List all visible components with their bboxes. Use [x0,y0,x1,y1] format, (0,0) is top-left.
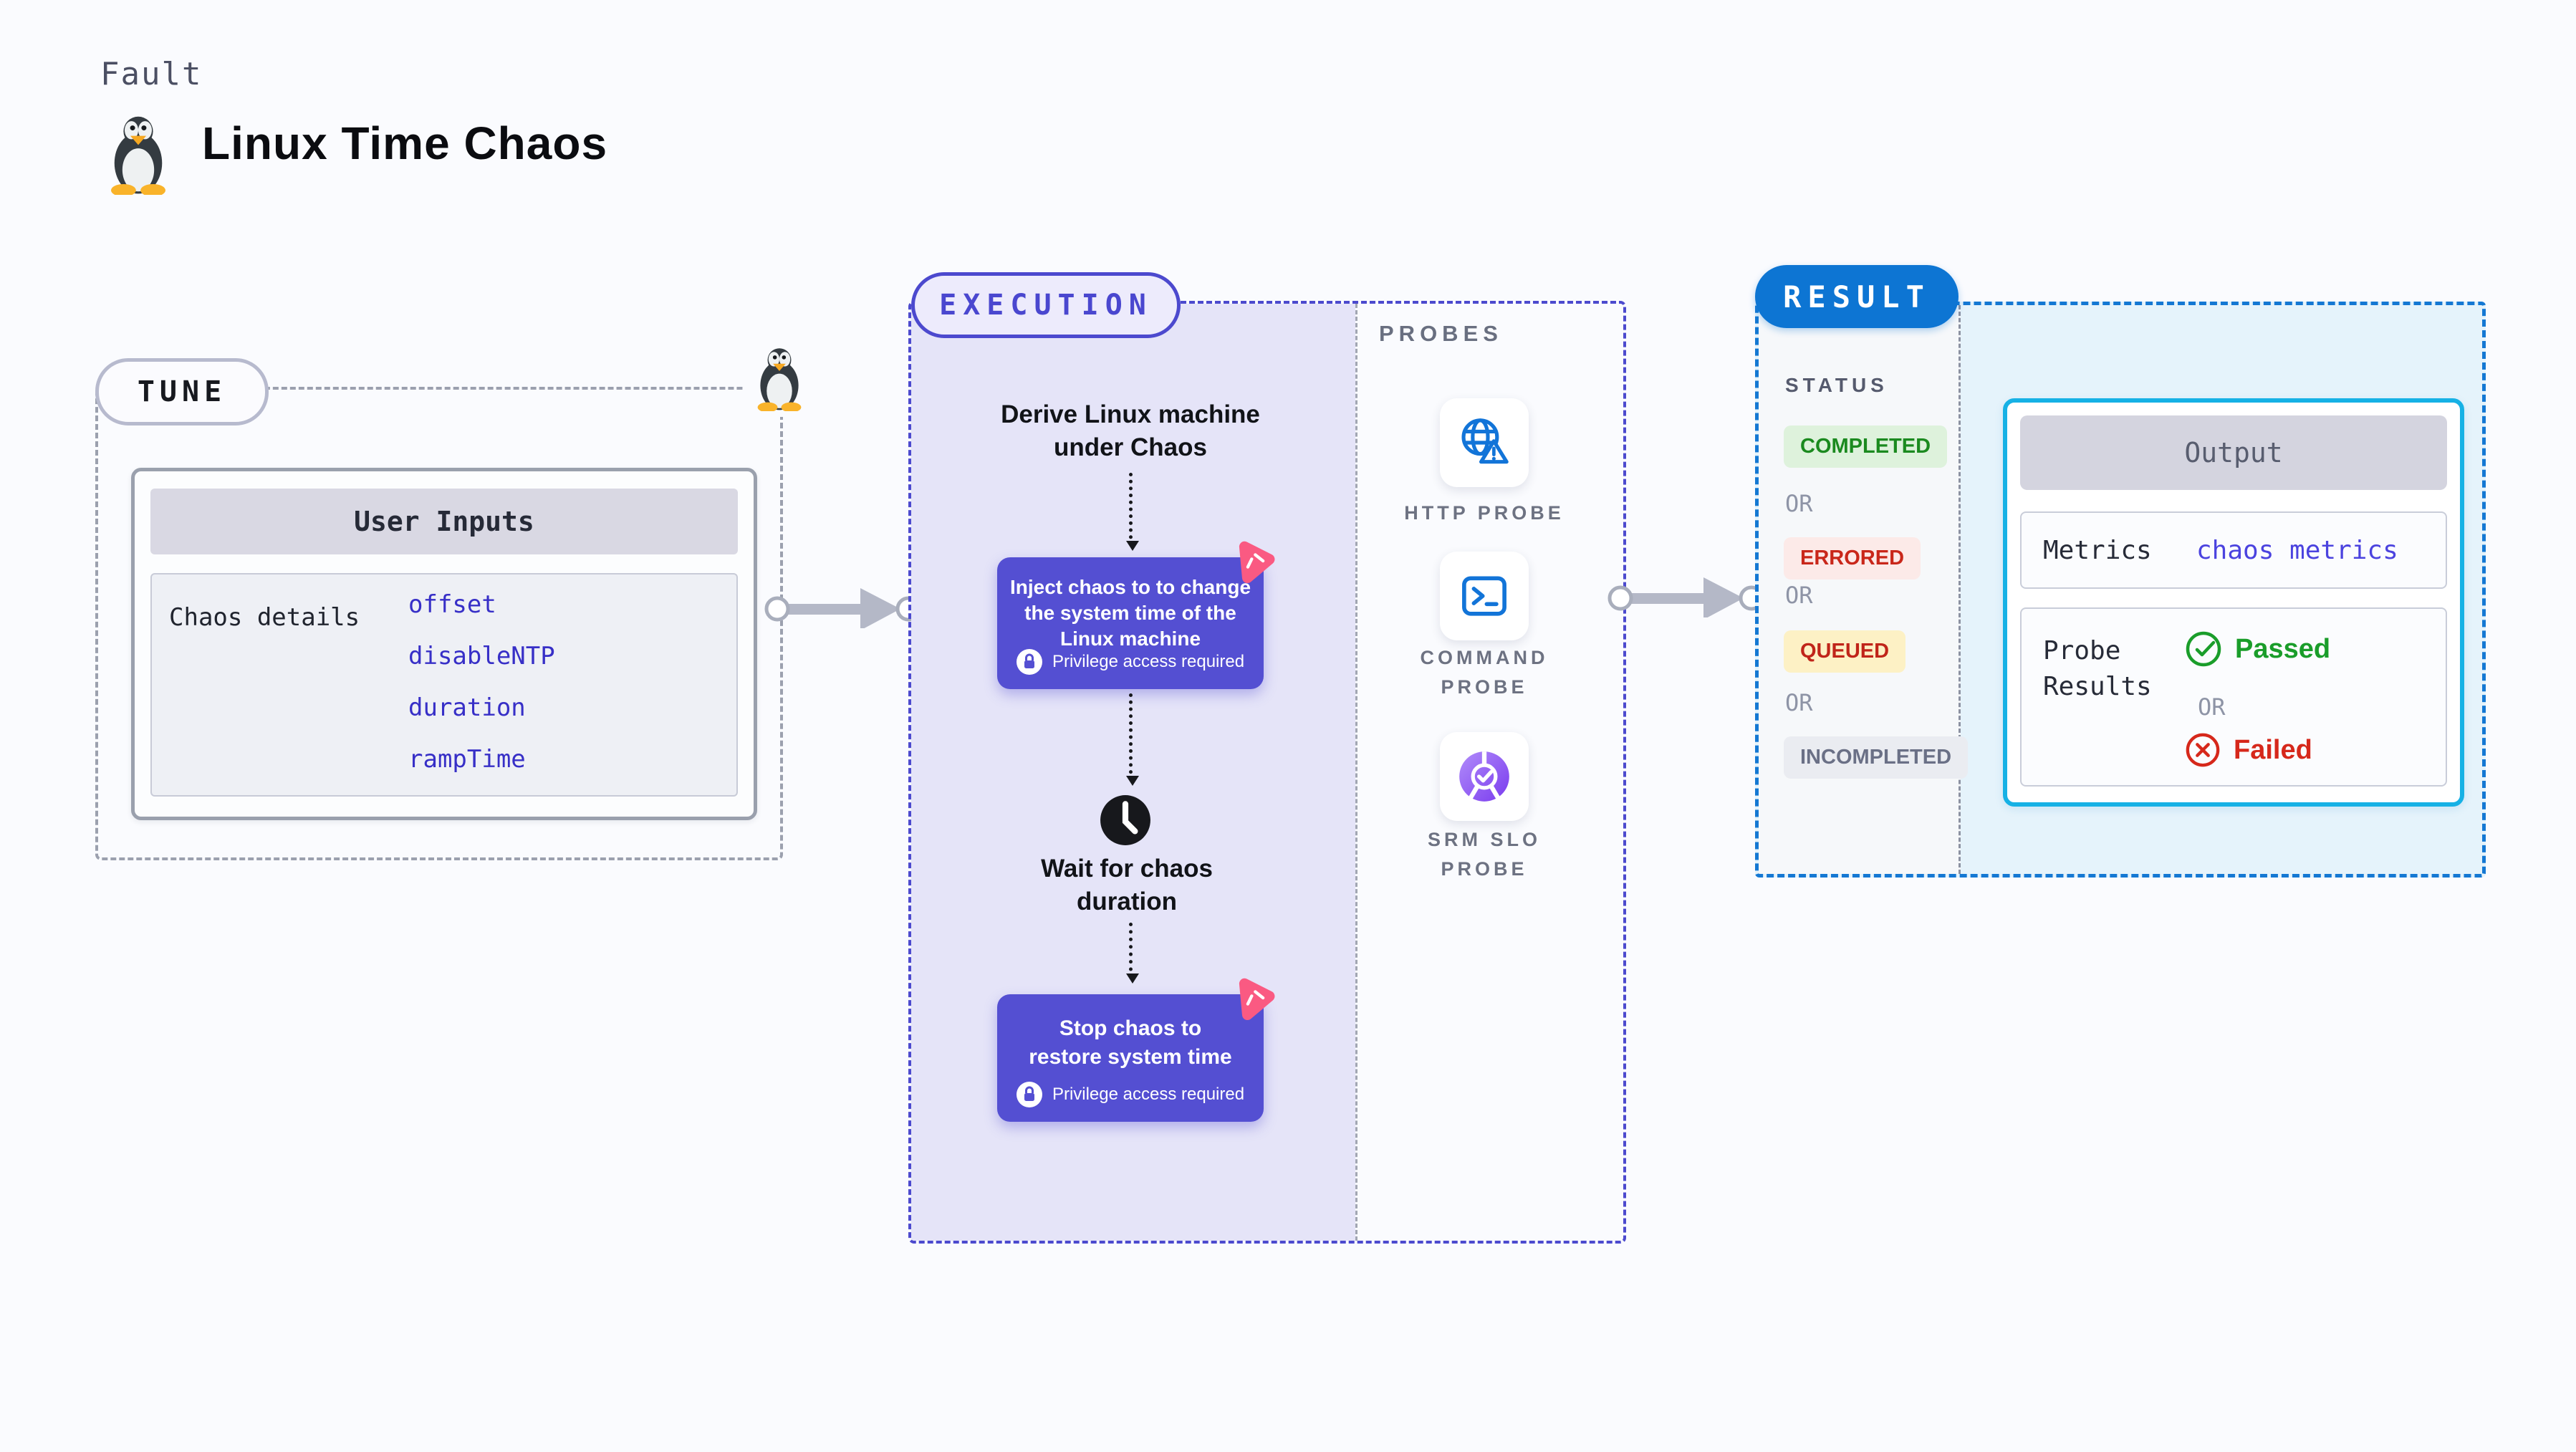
fault-kicker: Fault [100,56,203,92]
inject-chaos-step: Inject chaos to to change the system tim… [997,541,1275,689]
chaos-params-list: offset disableNTP duration rampTime [408,590,555,774]
page-title: Linux Time Chaos [202,117,608,169]
stop-chaos-step: Stop chaos to restore system time Privil… [997,978,1275,1122]
lock-icon [1016,1082,1042,1107]
result-pill: RESULT [1755,265,1959,328]
chaos-spark-badge-icon [1239,541,1275,584]
http-probe-card [1440,398,1529,487]
probes-label: PROBES [1379,321,1503,346]
privilege-note: Privilege access required [997,649,1264,675]
or-separator: OR [1785,689,1813,716]
or-separator: OR [1785,582,1813,609]
stop-chaos-text: Stop chaos to restore system time [1029,1016,1232,1069]
status-label: STATUS [1785,374,1888,396]
lock-icon [1016,649,1042,675]
command-probe-card [1440,552,1529,640]
linux-penguin-icon [757,348,802,411]
probe-results-row: Probe Results Passed OR Failed [2020,607,2447,787]
or-separator: OR [1785,490,1813,517]
tune-corner-penguin [745,340,814,417]
flow-arrow-down-icon [1126,923,1139,984]
param-disablentp: disableNTP [408,642,555,670]
chaos-details-label: Chaos details [169,603,360,632]
or-separator: OR [2198,693,2226,721]
check-circle-icon [2186,631,2221,667]
status-column [1759,305,1961,874]
output-card: Output Metrics chaos metrics Probe Resul… [2003,398,2464,807]
chaos-spark-badge-icon [1239,978,1275,1021]
execution-to-result-arrow-icon [1607,577,1764,617]
execution-pill: EXECUTION [911,272,1181,338]
x-circle-icon [2186,733,2220,767]
status-badge-errored: ERRORED [1784,537,1921,580]
probe-results-label: Probe Results [2043,636,2152,701]
slo-donut-check-icon [1459,751,1509,802]
srm-slo-probe-card [1440,732,1529,821]
chaos-details-panel: Chaos details offset disableNTP duration… [150,573,738,797]
terminal-icon [1462,576,1506,616]
failed-result: Failed [2185,732,2312,768]
linux-penguin-icon [111,116,165,195]
clock-icon [1100,795,1150,845]
http-probe-label: HTTP PROBE [1404,502,1565,524]
derive-step-text: Derive Linux machine under Chaos [1001,400,1260,461]
flow-arrow-down-icon [1126,473,1139,551]
metrics-row: Metrics chaos metrics [2020,511,2447,589]
user-inputs-header: User Inputs [150,489,738,554]
param-duration: duration [408,693,526,722]
tune-section-outline [95,387,783,860]
command-probe-label: COMMAND PROBE [1420,647,1549,698]
probes-separator [1355,304,1357,1241]
param-ramptime: rampTime [408,745,526,774]
http-globe-alert-icon [1461,418,1509,464]
inject-chaos-text: Inject chaos to to change the system tim… [1009,576,1251,650]
passed-result: Passed [2185,630,2330,668]
status-badge-queued: QUEUED [1784,630,1906,673]
status-badge-completed: COMPLETED [1784,425,1948,468]
output-header: Output [2020,415,2447,490]
srm-slo-probe-label: SRM SLO PROBE [1427,829,1541,880]
param-offset: offset [408,590,496,619]
passed-label: Passed [2235,633,2331,664]
status-badge-incompleted: INCOMPLETED [1784,736,1969,779]
privilege-note: Privilege access required [997,1082,1264,1107]
tune-to-execution-arrow-icon [764,588,921,628]
metrics-value: chaos metrics [2196,536,2398,565]
tune-pill: TUNE [95,358,269,425]
metrics-label: Metrics [2043,536,2152,565]
flow-arrow-down-icon [1126,693,1139,786]
user-inputs-card: User Inputs Chaos details offset disable… [131,468,757,820]
wait-step-text: Wait for chaos duration [1041,855,1213,915]
failed-label: Failed [2234,734,2312,765]
